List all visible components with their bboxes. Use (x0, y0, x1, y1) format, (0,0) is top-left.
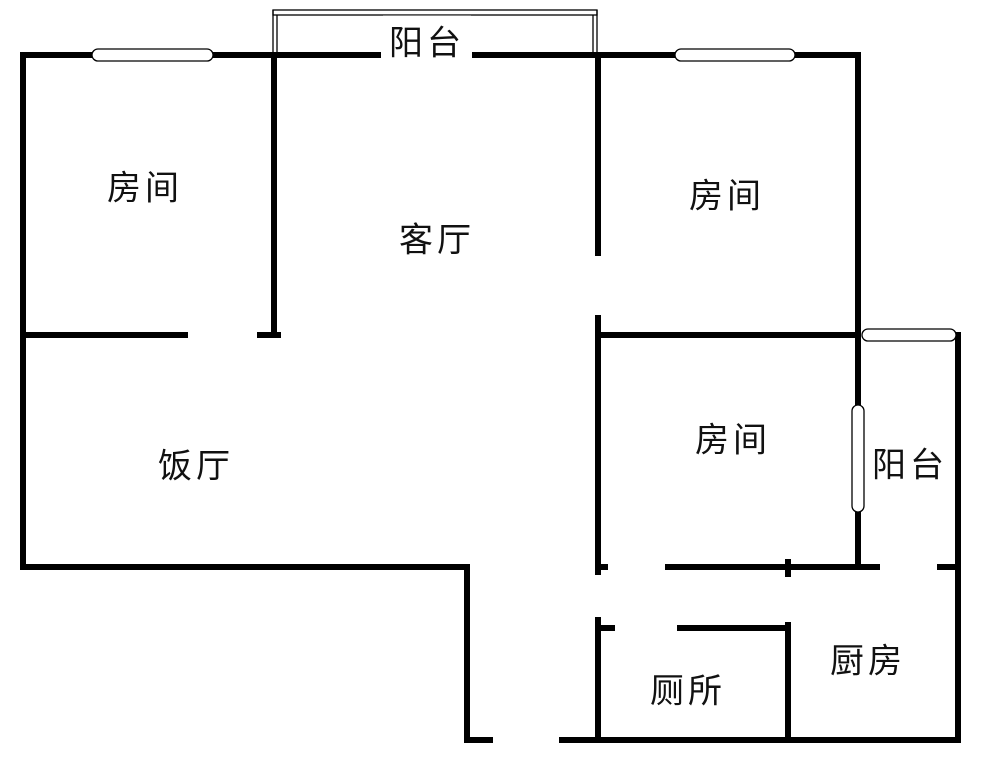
balcony-railing (272, 9, 598, 16)
room-label-living-room: 客厅 (399, 220, 475, 261)
room-label-balcony-top: 阳台 (383, 15, 471, 65)
window (851, 404, 865, 513)
room-label-bedroom-middle-right: 房间 (695, 420, 771, 461)
window (861, 328, 957, 342)
room-label-bedroom-left: 房间 (107, 168, 183, 209)
room-label-toilet: 厕所 (650, 671, 726, 712)
window (674, 48, 796, 62)
room-label-bedroom-top-right: 房间 (689, 176, 765, 217)
window (91, 48, 214, 62)
room-label-balcony-right: 阳台 (872, 445, 948, 486)
room-label-kitchen: 厨房 (830, 641, 906, 682)
room-label-dining-room: 饭厅 (158, 446, 234, 487)
